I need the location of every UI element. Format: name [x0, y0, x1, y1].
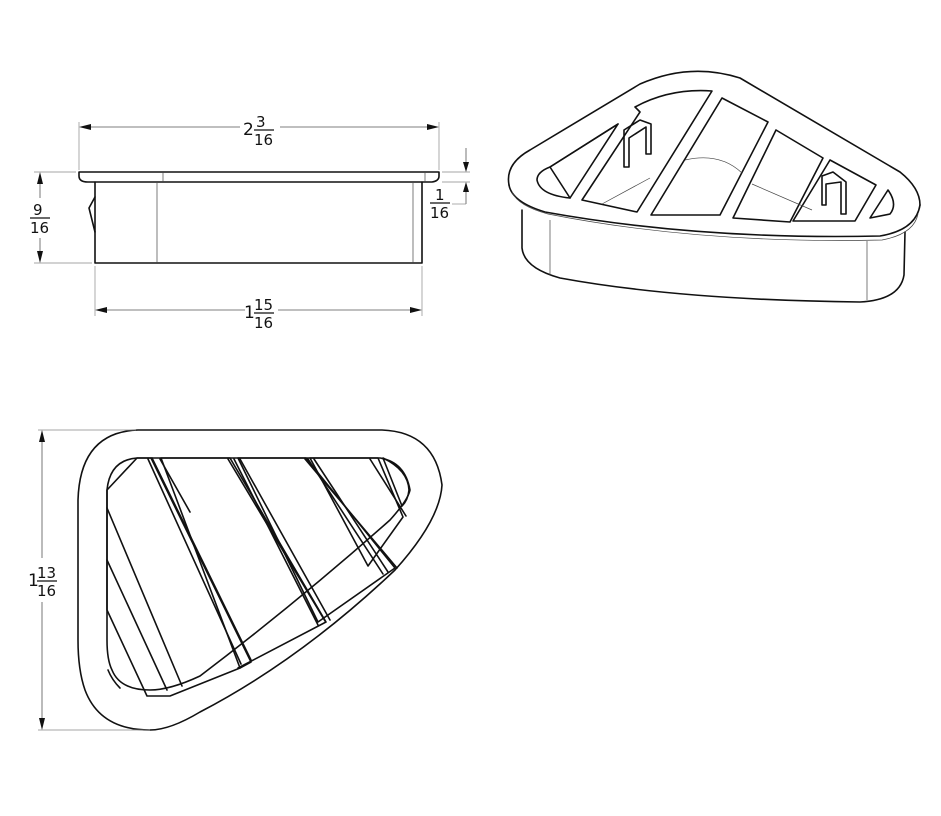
svg-text:2: 2: [243, 120, 254, 140]
svg-text:16: 16: [430, 204, 449, 222]
plan-slats: [106, 457, 404, 697]
iso-clip-left: [623, 119, 652, 168]
dim-depth: 1 13 16: [28, 564, 57, 600]
clip-tab: [88, 196, 96, 233]
flange-outline: [78, 171, 440, 183]
iso-slot-2: [581, 89, 713, 213]
svg-text:16: 16: [254, 314, 273, 332]
svg-text:15: 15: [254, 296, 273, 314]
dim-body-width: 1 15 16: [244, 296, 274, 332]
plan-view: 1 13 16: [28, 429, 443, 731]
iso-slot-1: [549, 123, 619, 199]
dim-height: 9 16: [30, 201, 50, 237]
iso-flange-edge: [508, 184, 921, 238]
iso-body-wall: [521, 209, 906, 303]
svg-text:16: 16: [30, 219, 49, 237]
iso-flange-outline: [507, 70, 921, 206]
svg-text:3: 3: [256, 113, 266, 131]
iso-opening-left: [536, 123, 619, 199]
iso-slot-3: [650, 97, 769, 216]
svg-text:1: 1: [244, 303, 255, 323]
dim-overall-width: 2 3 16: [243, 113, 274, 149]
dim-flange-thickness: 1 16: [430, 186, 450, 222]
svg-text:9: 9: [33, 201, 43, 219]
side-elevation-view: 2 3 16 1 15 16 9 16: [30, 113, 470, 332]
isometric-view: [507, 70, 921, 303]
iso-slot-4: [732, 129, 824, 223]
iso-clip-right: [821, 171, 847, 215]
svg-text:16: 16: [254, 131, 273, 149]
plan-outer-outline: [77, 429, 443, 731]
svg-text:1: 1: [28, 571, 39, 591]
plan-end-lobe: [382, 457, 410, 507]
svg-text:13: 13: [37, 564, 56, 582]
iso-slot-5: [792, 159, 877, 222]
iso-slot-6: [869, 189, 895, 219]
body-outline: [94, 181, 423, 264]
svg-text:1: 1: [435, 186, 445, 204]
svg-text:16: 16: [37, 582, 56, 600]
